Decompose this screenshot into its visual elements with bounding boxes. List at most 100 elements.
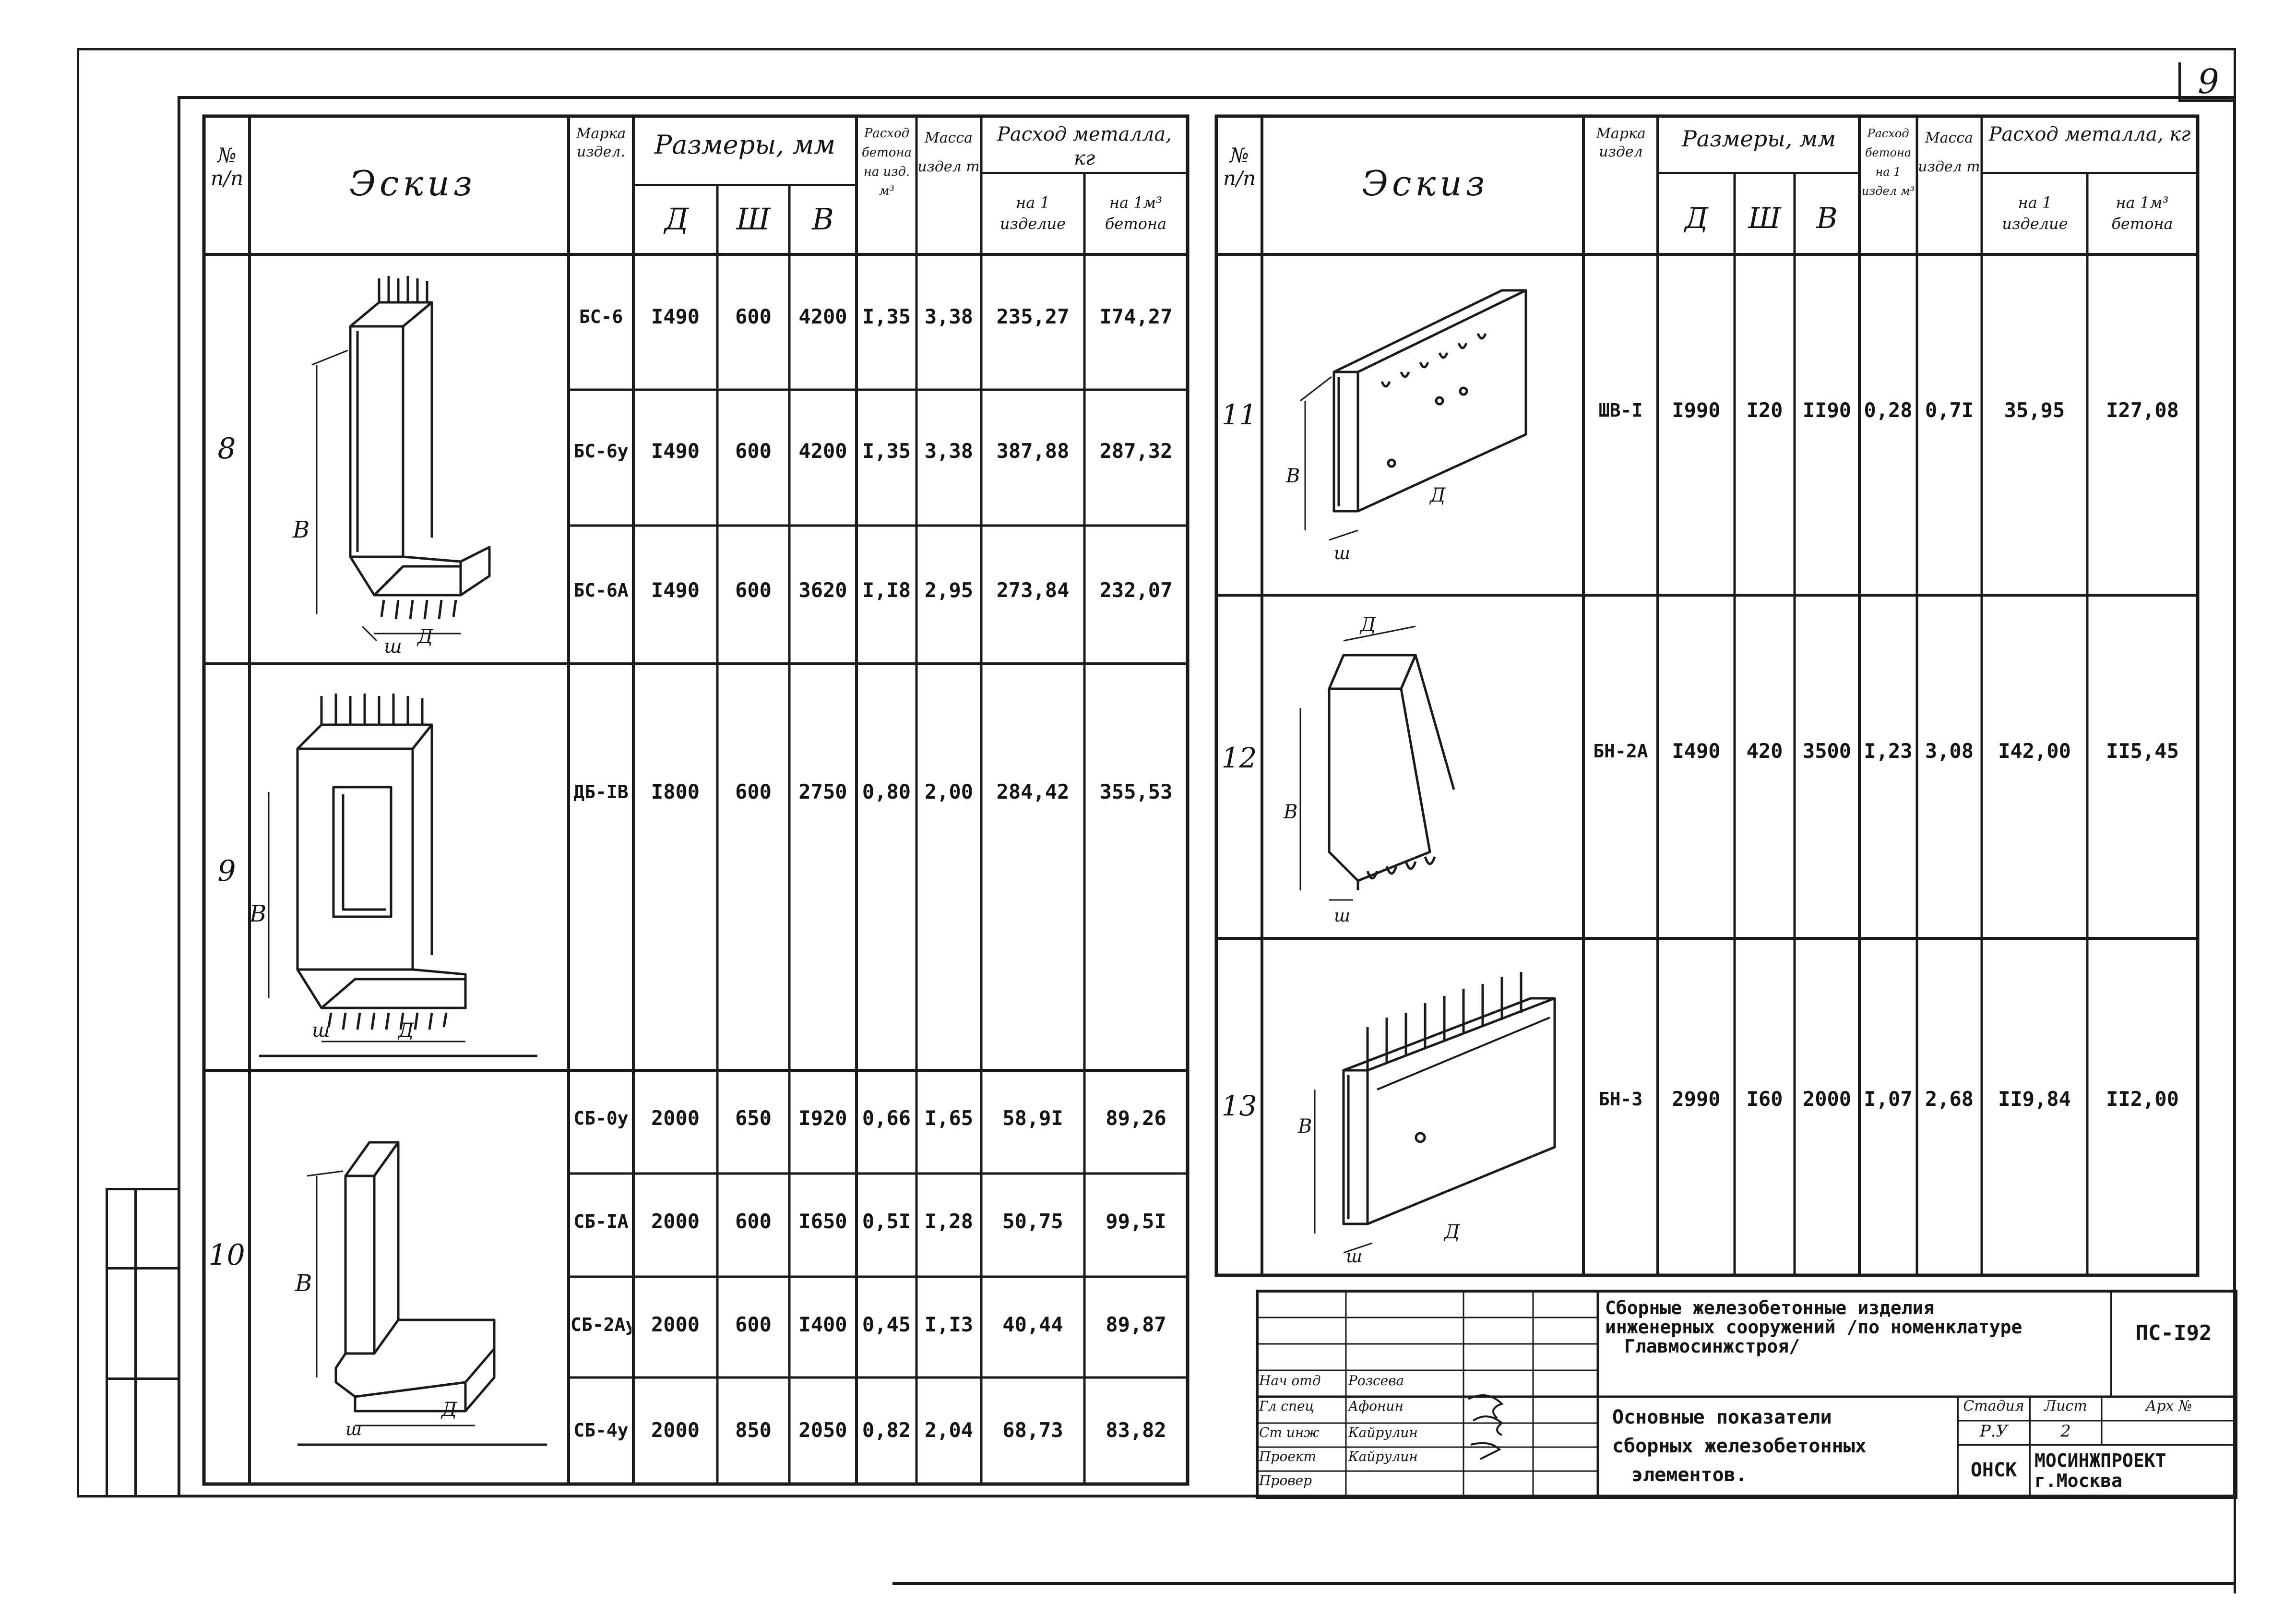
left-cell-d: I490 <box>651 305 700 328</box>
right-header-mark: Марка издел <box>1596 125 1646 160</box>
left-cell-concrete: I,I8 <box>862 578 911 602</box>
svg-text:ш: ш <box>312 1019 330 1042</box>
left-cell-mark: СБ-2Ау <box>571 1314 631 1335</box>
dept: ОНСК <box>1970 1459 2017 1481</box>
left-cell-metal-item: 50,75 <box>1002 1210 1063 1233</box>
left-cell-metal-item: 273,84 <box>996 578 1070 602</box>
sheet-edge-right <box>2234 1488 2236 1593</box>
left-cell-d: 2000 <box>651 1418 700 1442</box>
left-cell-h: 4200 <box>798 439 847 463</box>
svg-text:Д: Д <box>1443 1221 1461 1243</box>
person-name: Афонин <box>1348 1398 1404 1414</box>
left-cell-mass: 2,04 <box>924 1418 974 1442</box>
right-header-d: Д <box>1685 202 1708 235</box>
person-name: Кайрулин <box>1348 1425 1418 1440</box>
left-cell-mass: 3,38 <box>924 305 974 328</box>
left-cell-concrete: 0,66 <box>862 1106 911 1130</box>
left-cell-w: 600 <box>735 780 772 803</box>
left-header-metal: Расход металла, кг <box>997 123 1172 169</box>
right-header-metal-m3: на 1м³ бетона <box>2111 193 2173 233</box>
left-cell-w: 600 <box>735 1313 772 1336</box>
sheet-number: 9 <box>2198 62 2219 101</box>
left-cell-d: 2000 <box>651 1313 700 1336</box>
right-header-concrete: Расход бетона на 1 издел м³ <box>1861 127 1915 198</box>
sheet-title-1: Основные показатели <box>1612 1406 1832 1428</box>
reinforced-slab-sketch-icon: В ш Д <box>1297 972 1556 1267</box>
sheet-title-2: сборных железобетонных <box>1612 1435 1867 1457</box>
right-cell-w: I60 <box>1746 1087 1783 1111</box>
binding-strip <box>106 1188 180 1497</box>
right-group-num: 12 <box>1221 742 1257 774</box>
project-title-2: инженерных сооружений /по номенклатуре <box>1605 1317 2022 1338</box>
sheet-number-box: 9 <box>2178 62 2236 102</box>
svg-text:ш: ш <box>1334 544 1350 563</box>
right-cell-concrete: I,07 <box>1864 1087 1913 1111</box>
left-cell-d: I800 <box>651 780 700 803</box>
left-group-num: 9 <box>217 854 236 888</box>
left-cell-h: 2750 <box>798 780 847 803</box>
left-cell-metal-item: 284,42 <box>996 780 1070 803</box>
left-cell-metal-m3: 83,82 <box>1106 1418 1166 1442</box>
svg-text:В: В <box>1285 465 1300 487</box>
left-cell-metal-item: 58,9I <box>1002 1106 1063 1130</box>
right-group-num: 13 <box>1221 1090 1257 1122</box>
status-value: Р.У <box>1979 1422 2008 1441</box>
left-cell-h: 4200 <box>798 305 847 328</box>
left-cell-mass: 2,95 <box>924 578 974 602</box>
right-header-h: В <box>1816 202 1838 235</box>
right-header-sketch: Эскиз <box>1361 163 1489 204</box>
right-cell-w: 420 <box>1746 739 1783 763</box>
binding-divider <box>108 1377 180 1380</box>
left-cell-h: I650 <box>798 1210 847 1233</box>
slab-sketch-icon: В ш Д <box>1285 289 1527 563</box>
left-header-h: В <box>812 202 834 237</box>
right-cell-d: I990 <box>1672 398 1721 422</box>
role-label: Ст инж <box>1259 1425 1320 1440</box>
left-cell-mark: БС-6у <box>573 441 629 462</box>
left-cell-concrete: 0,5I <box>862 1210 911 1233</box>
right-cell-mark: БН-3 <box>1598 1089 1643 1110</box>
left-cell-d: 2000 <box>651 1210 700 1233</box>
left-cell-w: 600 <box>735 578 772 602</box>
left-header-metal-m3: на 1м³ бетона <box>1105 193 1167 233</box>
org-1: МОСИНЖПРОЕКТ <box>2034 1450 2166 1471</box>
right-cell-w: I20 <box>1746 398 1783 422</box>
left-cell-w: 850 <box>735 1418 772 1442</box>
left-cell-concrete: 0,82 <box>862 1418 911 1442</box>
left-header-w: Ш <box>736 202 771 237</box>
left-cell-mass: I,I3 <box>924 1313 974 1336</box>
left-cell-mass: I,28 <box>924 1210 974 1233</box>
right-cell-mark: ШВ-I <box>1598 400 1643 421</box>
project-title-3: Главмосинжстроя/ <box>1624 1336 1800 1357</box>
binding-divider <box>134 1190 137 1497</box>
left-header-num: № п/п <box>210 144 244 190</box>
right-cell-h: 2000 <box>1802 1087 1852 1111</box>
right-group-num: 11 <box>1221 398 1257 431</box>
left-cell-metal-m3: 232,07 <box>1099 578 1173 602</box>
right-cell-metal-item: II9,84 <box>1998 1087 2071 1111</box>
right-cell-concrete: 0,28 <box>1864 398 1913 422</box>
left-header-d: Д <box>664 202 689 237</box>
left-cell-mass: 3,38 <box>924 439 974 463</box>
left-header-mass: Масса издел т <box>917 130 980 175</box>
left-cell-metal-item: 235,27 <box>996 305 1070 328</box>
left-cell-mass: I,65 <box>924 1106 974 1130</box>
right-header-mass: Масса издел т <box>1918 130 1980 175</box>
left-header-mark: Марка издел. <box>576 125 626 160</box>
right-cell-metal-item: I42,00 <box>1998 739 2071 763</box>
person-name: Розсева <box>1348 1373 1404 1389</box>
svg-text:ш: ш <box>1346 1247 1362 1267</box>
wall-panel-sketch-icon: В ш Д <box>292 276 491 653</box>
left-group-num: 10 <box>208 1238 245 1272</box>
right-cell-h: 3500 <box>1802 739 1852 763</box>
svg-text:Д: Д <box>416 626 434 648</box>
left-cell-h: 3620 <box>798 578 847 602</box>
svg-text:В: В <box>1297 1115 1312 1138</box>
sheets-label: Арх № <box>2145 1398 2192 1414</box>
right-header-w: Ш <box>1748 202 1781 235</box>
left-cell-metal-item: 387,88 <box>996 439 1070 463</box>
left-cell-metal-item: 40,44 <box>1002 1313 1063 1336</box>
